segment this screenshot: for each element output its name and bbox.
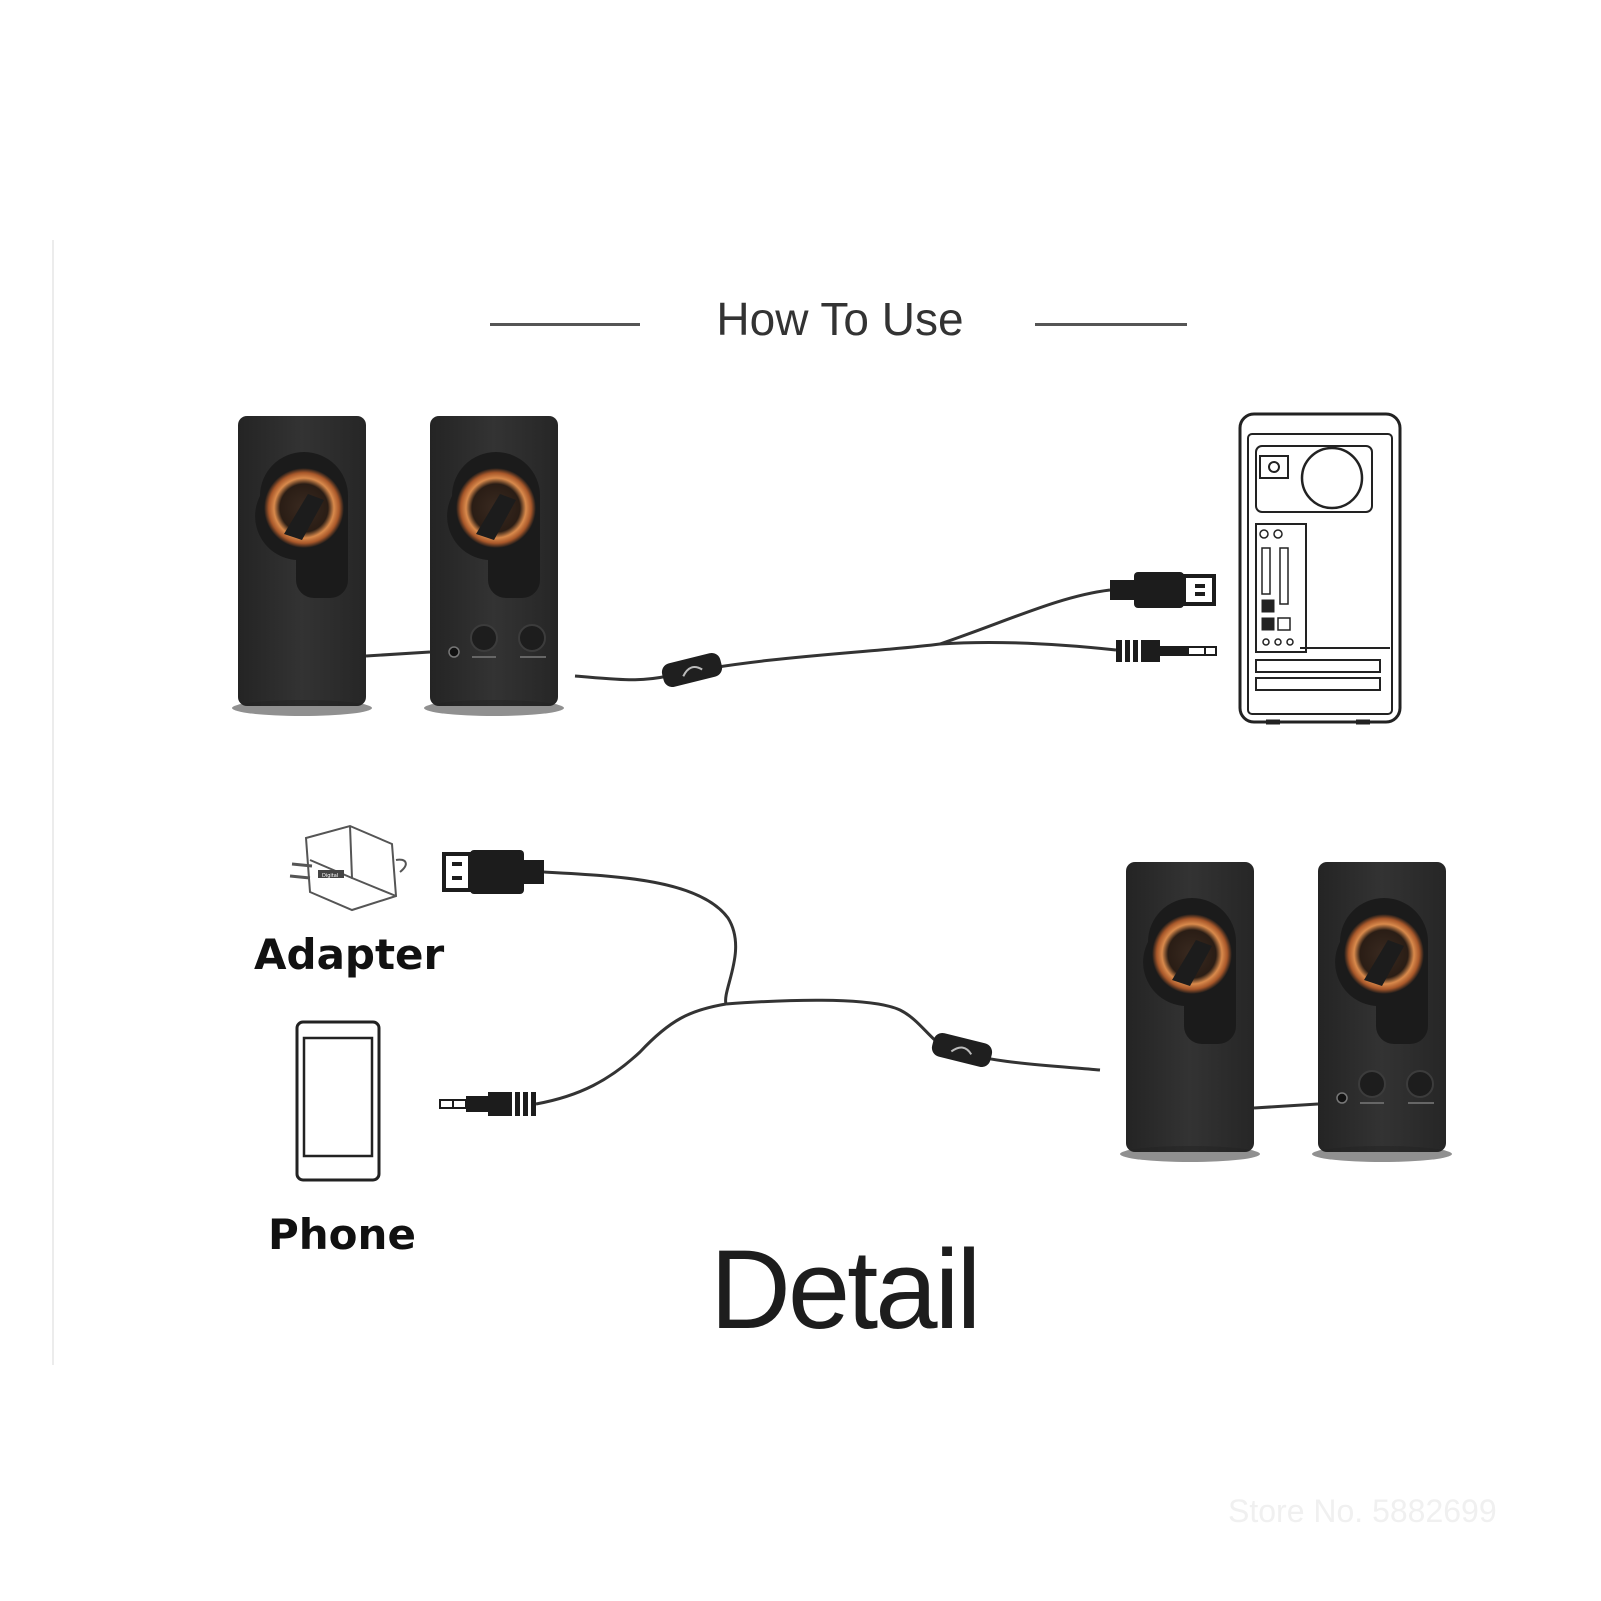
speaker-left-icon: [232, 416, 372, 716]
y-cable-jack-branch: [535, 1002, 727, 1106]
speaker-link-cable: [365, 650, 431, 658]
store-watermark: Store No. 5882699: [1228, 1493, 1497, 1529]
speaker-bottom-link-cable: [1253, 1102, 1319, 1110]
usb-plug-bottom-icon: [442, 850, 544, 894]
edge-line: [52, 240, 54, 1365]
inline-volume-control-bottom-icon: [931, 1033, 993, 1067]
title-rule-right: [1035, 323, 1187, 326]
adapter-label: Adapter: [254, 930, 445, 979]
phone-icon: [295, 1020, 381, 1182]
speaker-bottom-left-icon: [1120, 862, 1260, 1162]
audio-cable: [939, 640, 1117, 652]
y-cable-main: [725, 998, 1101, 1072]
adapter-brand-text: Digital: [322, 873, 338, 879]
pc-tower-icon: [1238, 412, 1402, 725]
speaker-right-icon: [424, 416, 564, 716]
speaker-bottom-right-icon: [1312, 862, 1452, 1162]
title-rule-left: [490, 323, 640, 326]
audio-jack-icon: [1116, 640, 1217, 662]
phone-label: Phone: [268, 1210, 416, 1259]
y-cable-usb-branch: [543, 870, 738, 1005]
page-title: How To Use: [716, 293, 964, 345]
main-cable: [574, 588, 1111, 682]
usb-plug-icon: [1110, 572, 1216, 608]
inline-volume-control-icon: [661, 653, 723, 687]
detail-heading: Detail: [710, 1227, 981, 1352]
audio-jack-bottom-icon: [439, 1092, 536, 1116]
power-adapter-icon: Digital: [289, 824, 407, 912]
